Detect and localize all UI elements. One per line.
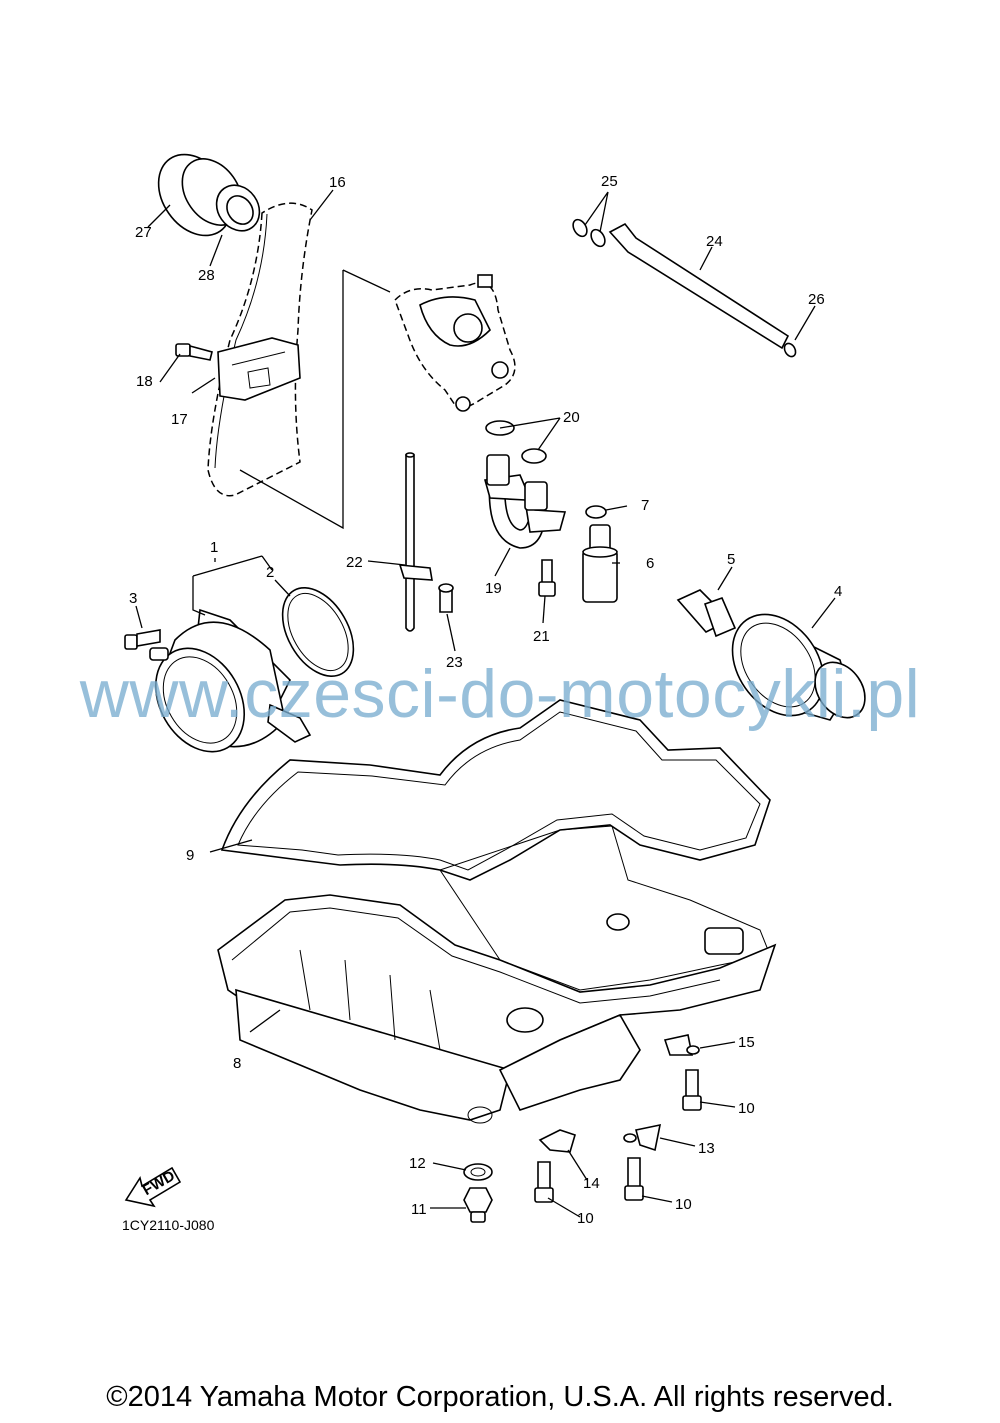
callout-4: 4 <box>834 583 842 600</box>
callout-6: 6 <box>646 555 654 572</box>
callout-16: 16 <box>329 174 346 191</box>
cam-chain-drawing <box>207 202 313 497</box>
shaft-drawing <box>572 218 797 358</box>
leader-lines <box>135 189 836 1218</box>
callout-11: 11 <box>411 1201 427 1218</box>
callout-1: 1 <box>210 539 218 556</box>
callout-26: 26 <box>808 291 825 308</box>
oil-pipe-drawing <box>483 420 567 549</box>
callout-9: 9 <box>186 847 194 864</box>
callout-21: 21 <box>533 628 550 645</box>
callout-23: 23 <box>446 654 463 671</box>
oil-pan-gasket-drawing <box>220 699 771 991</box>
callout-labels: 1 2 3 4 5 6 7 8 9 10 10 10 11 12 13 14 1… <box>129 173 842 1227</box>
callout-17: 17 <box>171 411 188 428</box>
callout-18: 18 <box>136 373 153 390</box>
oil-cooler-drawing <box>124 587 355 753</box>
callout-12: 12 <box>409 1155 426 1172</box>
union-bolt-drawing <box>676 589 737 638</box>
callout-28: 28 <box>198 267 215 284</box>
callout-2: 2 <box>266 564 274 581</box>
callout-27: 27 <box>135 224 152 241</box>
crank-sprocket-drawing <box>157 153 261 237</box>
callout-10a: 10 <box>738 1100 755 1117</box>
callout-20: 20 <box>563 409 580 426</box>
copyright-notice: ©2014 Yamaha Motor Corporation, U.S.A. A… <box>106 1381 894 1413</box>
clip-drawing <box>538 1034 700 1153</box>
chain-guide-drawing <box>175 337 301 401</box>
callout-24: 24 <box>706 233 723 250</box>
diagram-code: 1CY2110-J080 <box>122 1217 215 1233</box>
callout-8: 8 <box>233 1055 241 1072</box>
fwd-arrow-icon: FWD <box>124 1166 182 1208</box>
callout-3: 3 <box>129 590 137 607</box>
callout-10b: 10 <box>577 1210 594 1227</box>
oil-pump-drawing <box>239 269 516 530</box>
callout-22: 22 <box>346 554 363 571</box>
callout-5: 5 <box>727 551 735 568</box>
oil-filter-drawing <box>731 613 866 721</box>
callout-14: 14 <box>583 1175 600 1192</box>
callout-15: 15 <box>738 1034 755 1051</box>
callout-10c: 10 <box>675 1196 692 1213</box>
drain-bolt-drawing <box>463 1163 493 1223</box>
relief-valve-drawing <box>582 505 618 603</box>
callout-13: 13 <box>698 1140 715 1157</box>
callout-25: 25 <box>601 173 618 190</box>
bolt-21-drawing <box>538 559 556 597</box>
callout-19: 19 <box>485 580 502 597</box>
strainer-rod-drawing <box>398 452 454 632</box>
callout-7: 7 <box>641 497 649 514</box>
oil-pan-drawing <box>217 894 777 1124</box>
